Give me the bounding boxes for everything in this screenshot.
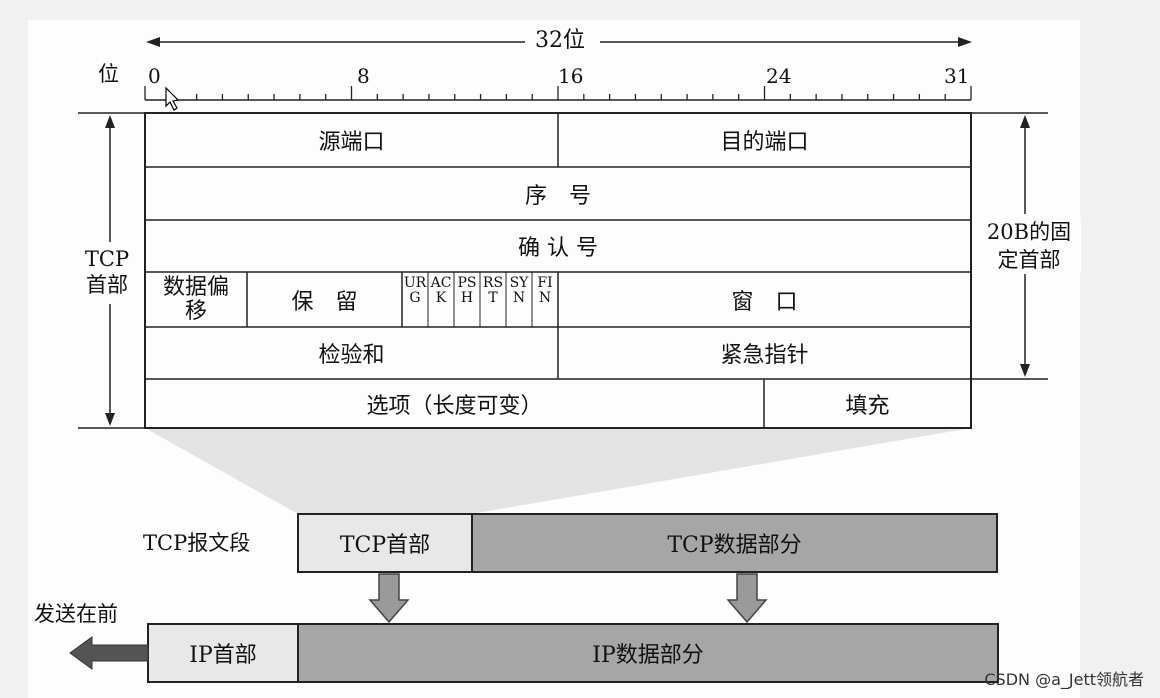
tick-label-31: 31 bbox=[944, 64, 970, 88]
flag-urg: URG bbox=[403, 275, 427, 306]
flag-ack: ACK bbox=[430, 275, 452, 306]
width-arrow-right bbox=[958, 37, 972, 47]
source-port-field: 源端口 bbox=[318, 130, 385, 155]
padding-field: 填充 bbox=[845, 393, 890, 419]
tcp-data-segment-text: TCP数据部分 bbox=[667, 533, 802, 558]
tcp-header-box bbox=[297, 513, 473, 573]
down-arrow-icon bbox=[368, 573, 410, 624]
left-arrow-icon bbox=[69, 636, 149, 670]
tick-label-8: 8 bbox=[357, 64, 370, 88]
options-field: 选项（长度可变） bbox=[366, 393, 543, 419]
diagram-background bbox=[28, 20, 1080, 698]
ip-header-text: IP首部 bbox=[189, 643, 257, 668]
tcp-data-box bbox=[471, 513, 998, 573]
sequence-number-field: 序 号 bbox=[524, 183, 591, 209]
flag-rst: RST bbox=[482, 275, 504, 306]
window-field: 窗 口 bbox=[731, 289, 798, 315]
width-arrow-left bbox=[146, 37, 160, 47]
fixed-header-arrow-top bbox=[1020, 115, 1030, 128]
fixed-header-label: 20B的固定首部 bbox=[977, 218, 1081, 274]
expansion-funnel bbox=[145, 428, 971, 514]
watermark: CSDN @a_Jett领航者 bbox=[984, 670, 1144, 689]
checksum-field: 检验和 bbox=[318, 343, 385, 368]
width-label: 32位 bbox=[533, 28, 587, 53]
destination-port-field: 目的端口 bbox=[720, 130, 809, 155]
fixed-header-arrow-bottom bbox=[1020, 364, 1030, 377]
flag-syn: SYN bbox=[509, 275, 529, 306]
tcp-header-arrow-top bbox=[105, 115, 115, 128]
cursor-icon bbox=[165, 86, 180, 111]
urgent-pointer-field: 紧急指针 bbox=[720, 343, 809, 368]
acknowledgment-number-field: 确 认 号 bbox=[518, 236, 598, 261]
tcp-header-arrow-bottom bbox=[105, 413, 115, 426]
bit-axis-label: 位 bbox=[98, 62, 119, 86]
data-offset-field: 数据偏移 bbox=[162, 274, 229, 324]
flag-psh: PSH bbox=[457, 275, 477, 306]
tick-label-0: 0 bbox=[148, 64, 161, 88]
tcp-header-label: TCP首部 bbox=[78, 246, 136, 298]
tick-label-24: 24 bbox=[766, 64, 792, 88]
tick-label-16: 16 bbox=[558, 64, 584, 88]
tcp-segment-label: TCP报文段 bbox=[143, 531, 251, 555]
ip-data-text: IP数据部分 bbox=[592, 643, 704, 668]
reserved-field: 保 留 bbox=[291, 289, 358, 315]
flag-fin: FIN bbox=[537, 275, 553, 306]
ip-data-box bbox=[297, 623, 999, 683]
tcp-header-segment-text: TCP首部 bbox=[339, 533, 431, 558]
send-first-label: 发送在前 bbox=[34, 602, 118, 626]
down-arrow-icon bbox=[726, 573, 768, 624]
